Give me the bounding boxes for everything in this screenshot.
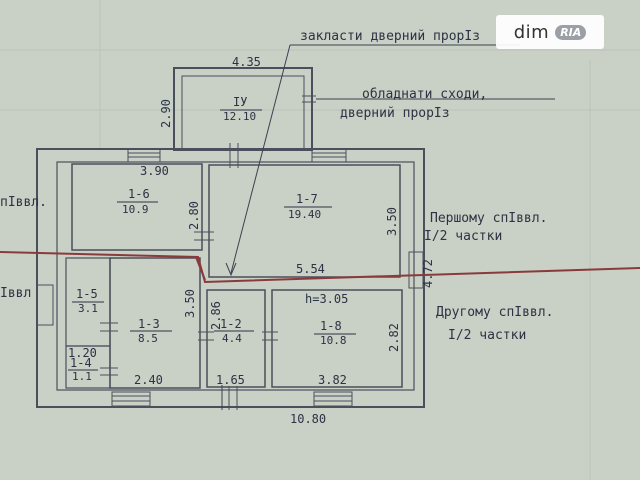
room-label-1-6: 1-6 (128, 187, 150, 201)
room-area-1-2: 4.4 (222, 332, 242, 345)
room-1-7-outline (208, 164, 401, 278)
room-1-2-outline (206, 289, 266, 388)
dim-r17-right: 3.50 (385, 207, 399, 236)
window-marks (36, 148, 424, 407)
dim-r17-bottom: 5.54 (296, 262, 325, 276)
room-1-6-outline (71, 163, 203, 251)
dim-porch-left: 2.90 (159, 99, 173, 128)
dim-total-bottom: 10.80 (290, 412, 326, 426)
note-stairs-line1: обладнати сходи, (362, 87, 487, 102)
dim-bottom-382: 3.82 (318, 373, 347, 387)
dim-left-mid: 3.50 (183, 289, 197, 318)
dim-bottom-240: 2.40 (134, 373, 163, 387)
leader-lines (221, 44, 555, 410)
room-area-1-3: 8.5 (138, 332, 158, 345)
room-label-1-3: 1-3 (138, 317, 160, 331)
room-area-1-8: 10.8 (320, 334, 347, 347)
note-second-owner-line1: Другому спІввл. (436, 305, 553, 320)
dim-r16-right: 2.80 (187, 201, 201, 230)
dim-top-left: 3.90 (140, 164, 169, 178)
note-second-owner-line2: I/2 частки (448, 328, 526, 343)
dim-r12-left: 2.86 (209, 301, 223, 330)
dimria-watermark: dim RIA (496, 15, 604, 49)
room-area-porch: 12.10 (223, 110, 256, 123)
outer-wall (36, 148, 425, 408)
room-1-4-outline (65, 345, 111, 389)
note-left-cut-top: пІввл. (0, 195, 47, 210)
room-label-1-8: 1-8 (320, 319, 342, 333)
door-ticks (100, 95, 316, 410)
room-label-1-5: 1-5 (76, 287, 98, 301)
dim-bottom-165: 1.65 (216, 373, 245, 387)
note-first-owner-line2: I/2 частки (424, 229, 502, 244)
ownership-split-stub (195, 256, 206, 281)
dim-porch-top: 4.35 (232, 55, 261, 69)
dim-small-120: 1.20 (68, 346, 97, 360)
room-area-1-4: 1.1 (72, 370, 92, 383)
note-stairs-line2: дверний прорІз (340, 106, 450, 121)
room-label-1-2: 1-2 (220, 317, 242, 331)
room-label-1-4: 1-4 (70, 356, 92, 370)
room-area-1-6: 10.9 (122, 203, 149, 216)
note-first-owner-line1: Першому спІввл. (430, 211, 547, 226)
watermark-badge: RIA (555, 24, 587, 40)
room-area-1-5: 3.1 (78, 302, 98, 315)
porch-wall (173, 67, 313, 151)
dim-r18-right: 2.82 (387, 323, 401, 352)
room-label-porch: IУ (233, 95, 247, 109)
room-label-1-7: 1-7 (296, 192, 318, 206)
porch-inner (181, 75, 305, 151)
room-area-1-7: 19.40 (288, 208, 321, 221)
room-1-8-outline (271, 289, 403, 388)
dim-right-edge: 4.72 (421, 259, 435, 288)
note-close-doorway: закласти дверний прорІз (300, 29, 480, 44)
note-left-cut-bottom: Іввл (0, 286, 31, 301)
ceiling-height-label: h=3.05 (305, 292, 348, 306)
watermark-brand: dim (513, 21, 550, 43)
